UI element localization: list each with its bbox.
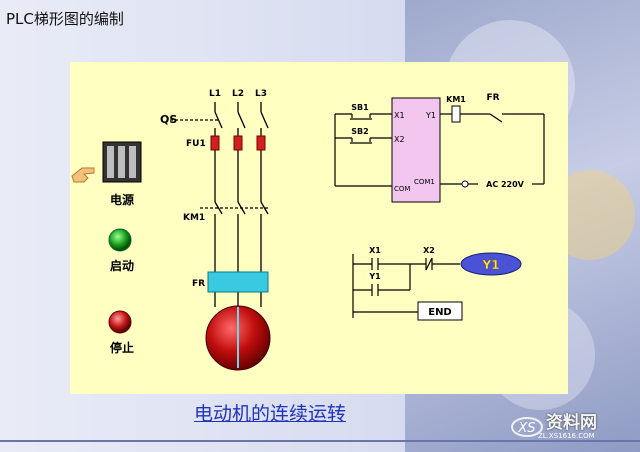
- output-coil-label: Y1: [481, 258, 499, 272]
- start-button[interactable]: [108, 228, 132, 252]
- watermark: XS 资料网 ZL.XS1616.COM: [508, 408, 638, 448]
- circuit-diagram: 电源 启动 停止 L1 L2 L3 QS FU1 KM1: [71, 89, 545, 371]
- input-label: X1: [394, 111, 405, 120]
- coil-label: KM1: [446, 95, 466, 104]
- page-title: PLC梯形图的编制: [6, 10, 124, 28]
- watermark-logo-icon: XS: [511, 417, 543, 437]
- switch-label: QS: [160, 113, 177, 126]
- overload-label: FR: [486, 93, 499, 103]
- seal-contact-label: Y1: [368, 272, 381, 281]
- ladder-diagram: [352, 254, 460, 318]
- com-in-label: COM: [394, 185, 410, 193]
- output-label: Y1: [425, 111, 436, 120]
- fuse-label: FU1: [186, 139, 206, 149]
- fuse: [210, 135, 220, 151]
- end-block: [417, 301, 463, 321]
- power-switch-icon[interactable]: [102, 141, 142, 183]
- stop-button[interactable]: [108, 310, 132, 334]
- power-circuit: [170, 102, 269, 307]
- thermal-relay: [207, 271, 269, 293]
- contactor-label: KM1: [183, 213, 205, 223]
- fuse: [256, 135, 266, 151]
- bottom-divider: [0, 440, 640, 442]
- input-label: X2: [394, 135, 405, 144]
- plc-unit: [391, 97, 441, 203]
- fuse: [233, 135, 243, 151]
- power-label: 电源: [110, 192, 134, 207]
- phase-label: L2: [232, 89, 244, 99]
- phase-label: L1: [209, 89, 221, 99]
- phase-label: L3: [255, 89, 267, 99]
- supply-label: AC 220V: [486, 180, 525, 189]
- stop-label: 停止: [110, 340, 134, 355]
- coil-symbol: [451, 105, 461, 123]
- start-label: 启动: [110, 258, 134, 273]
- button-label: SB2: [351, 127, 368, 136]
- svg-text:XS: XS: [517, 421, 535, 436]
- end-label: END: [428, 307, 452, 318]
- diagram-caption[interactable]: 电动机的连续运转: [194, 403, 347, 425]
- plc-wiring: [334, 113, 545, 187]
- contact-label: X2: [423, 246, 435, 255]
- contact-label: X1: [369, 246, 381, 255]
- output-coil: [460, 252, 522, 276]
- watermark-url: ZL.XS1616.COM: [538, 432, 595, 440]
- watermark-title: 资料网: [546, 413, 597, 433]
- diagram-panel: 电源 启动 停止 L1 L2 L3 QS FU1 KM1: [70, 62, 568, 394]
- com-out-label: COM1: [414, 178, 435, 186]
- button-label: SB1: [351, 103, 369, 112]
- relay-label: FR: [192, 279, 205, 289]
- pointing-hand-icon: [71, 167, 95, 183]
- terminal: [461, 180, 469, 188]
